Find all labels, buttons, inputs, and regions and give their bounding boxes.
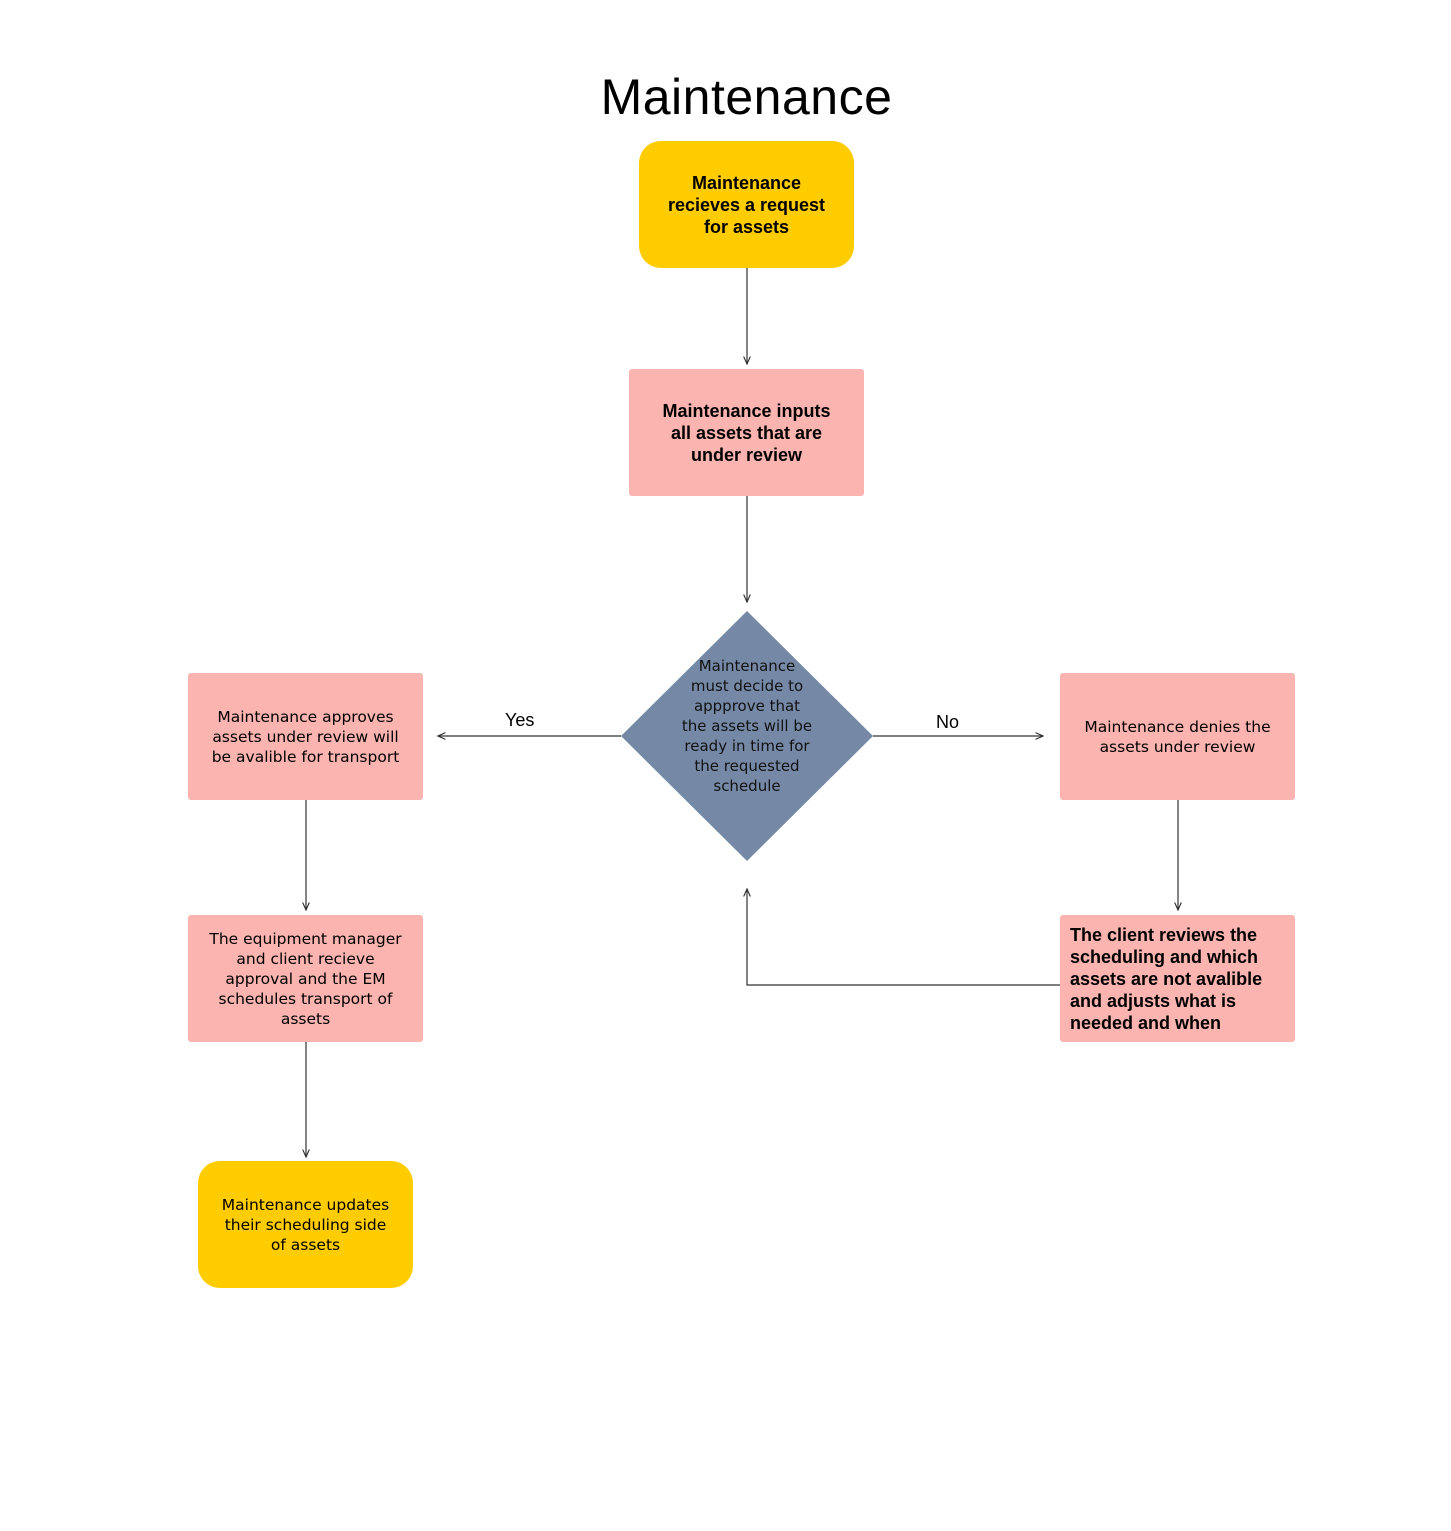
no-label: No [936, 712, 960, 732]
start-node-label: Maintenance recieves a request for asset… [667, 172, 826, 237]
connector-client-review-to-decision [747, 889, 1060, 986]
approve-node: Maintenance approves assets under review… [188, 673, 423, 800]
start-node: Maintenance recieves a request for asset… [639, 141, 854, 268]
diagram-title: Maintenance [600, 69, 893, 125]
input-assets-node-label: Maintenance inputs all assets that are u… [662, 400, 831, 465]
decision-node-label: Maintenance must decide to appprove that… [681, 657, 813, 795]
schedule-transport-node-label: The equipment manager and client recieve… [209, 929, 402, 1028]
yes-label: Yes [505, 710, 535, 730]
approve-node-label: Maintenance approves assets under review… [211, 707, 400, 766]
decision-diamond [621, 611, 873, 861]
client-review-node: The client reviews the scheduling and wh… [1060, 915, 1295, 1042]
client-review-node-label: The client reviews the scheduling and wh… [1070, 924, 1263, 1033]
input-assets-node: Maintenance inputs all assets that are u… [629, 369, 864, 496]
schedule-transport-node: The equipment manager and client recieve… [188, 915, 423, 1042]
end-node: Maintenance updates their scheduling sid… [198, 1161, 413, 1288]
deny-node: Maintenance denies the assets under revi… [1060, 673, 1295, 800]
end-node-label: Maintenance updates their scheduling sid… [221, 1195, 390, 1254]
deny-node-label: Maintenance denies the assets under revi… [1084, 717, 1271, 756]
